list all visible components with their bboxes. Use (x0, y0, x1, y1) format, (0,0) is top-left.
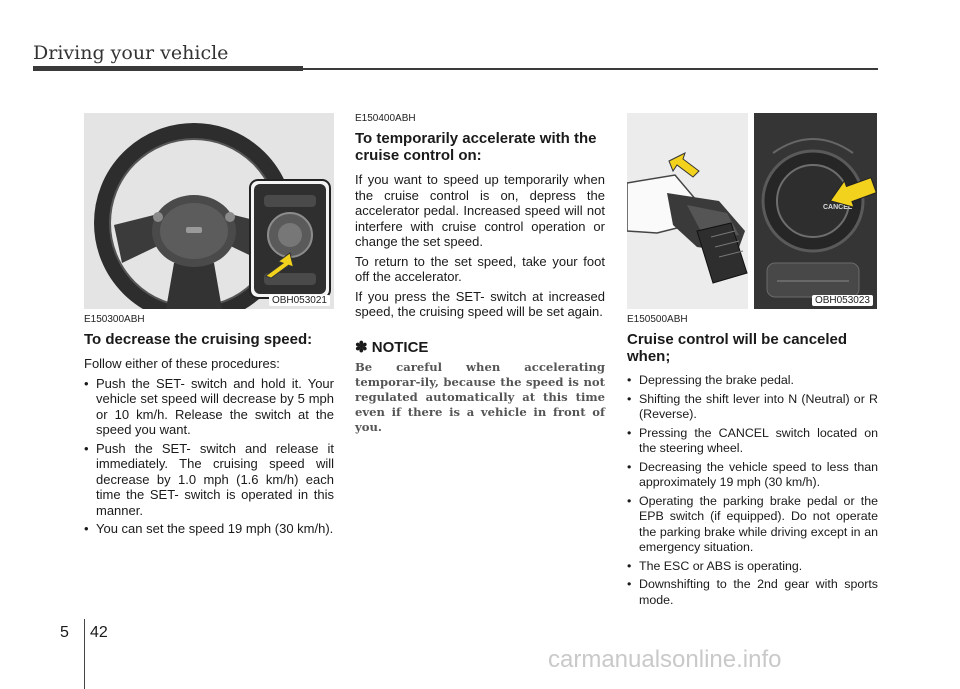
chapter-number: 5 (60, 624, 69, 641)
section-code: E150500ABH (627, 314, 688, 325)
list-item: Shifting the shift lever into N (Neutral… (627, 392, 878, 423)
list-item: Downshifting to the 2nd gear with sports… (627, 577, 878, 608)
intro-text: Follow either of these procedures: (84, 356, 280, 371)
figure-code: OBH053023 (811, 295, 873, 306)
decrease-procedures-list: Push the SET- switch and hold it. Your v… (84, 376, 334, 537)
cancel-conditions-list: Depressing the brake pedal. Shifting the… (627, 373, 878, 608)
list-item: Depressing the brake pedal. (627, 373, 878, 389)
column-cancel: CANCEL OBH053023 E150500ABH Cruise contr… (627, 113, 878, 611)
steering-wheel-illustration (84, 113, 334, 309)
steering-wheel-figure: OBH053021 (84, 113, 334, 309)
paragraph: To return to the set speed, take your fo… (355, 253, 605, 285)
section-code: E150300ABH (84, 314, 145, 325)
notice-body: Be careful when accelerating temporar-il… (355, 359, 605, 434)
watermark: carmanualsonline.info (548, 646, 782, 673)
column-accelerate: E150400ABH To temporarily accelerate wit… (355, 113, 605, 435)
list-item: The ESC or ABS is operating. (627, 559, 878, 575)
page-header-title: Driving your vehicle (33, 42, 229, 64)
section-heading: To decrease the cruising speed: (84, 331, 313, 348)
section-heading: Cruise control will be canceled when; (627, 331, 848, 365)
footer-divider (84, 619, 85, 689)
notice-title: ✽ NOTICE (355, 338, 429, 356)
figure-code: OBH053021 (268, 295, 330, 306)
page-number: 42 (90, 624, 108, 641)
column-decrease-speed: OBH053021 E150300ABH To decrease the cru… (84, 113, 334, 540)
list-item: Push the SET- switch and release it imme… (84, 441, 334, 519)
cancel-switch-figure: CANCEL OBH053023 (627, 113, 877, 309)
section-heading: To temporarily accelerate with the cruis… (355, 130, 597, 164)
header-rule-thin (300, 68, 878, 70)
list-item: Pressing the CANCEL switch located on th… (627, 426, 878, 457)
list-item: Operating the parking brake pedal or the… (627, 494, 878, 556)
cancel-label: CANCEL (823, 204, 853, 211)
paragraph: If you press the SET- switch at increase… (355, 288, 605, 320)
section-code: E150400ABH (355, 113, 416, 124)
list-item: Push the SET- switch and hold it. Your v… (84, 376, 334, 438)
list-item: You can set the speed 19 mph (30 km/h). (84, 521, 334, 537)
paragraph: If you want to speed up temporarily when… (355, 172, 605, 249)
pedal-and-cancel-switch-illustration: CANCEL (627, 113, 877, 309)
list-item: Decreasing the vehicle speed to less tha… (627, 460, 878, 491)
header-rule-thick (33, 66, 303, 71)
